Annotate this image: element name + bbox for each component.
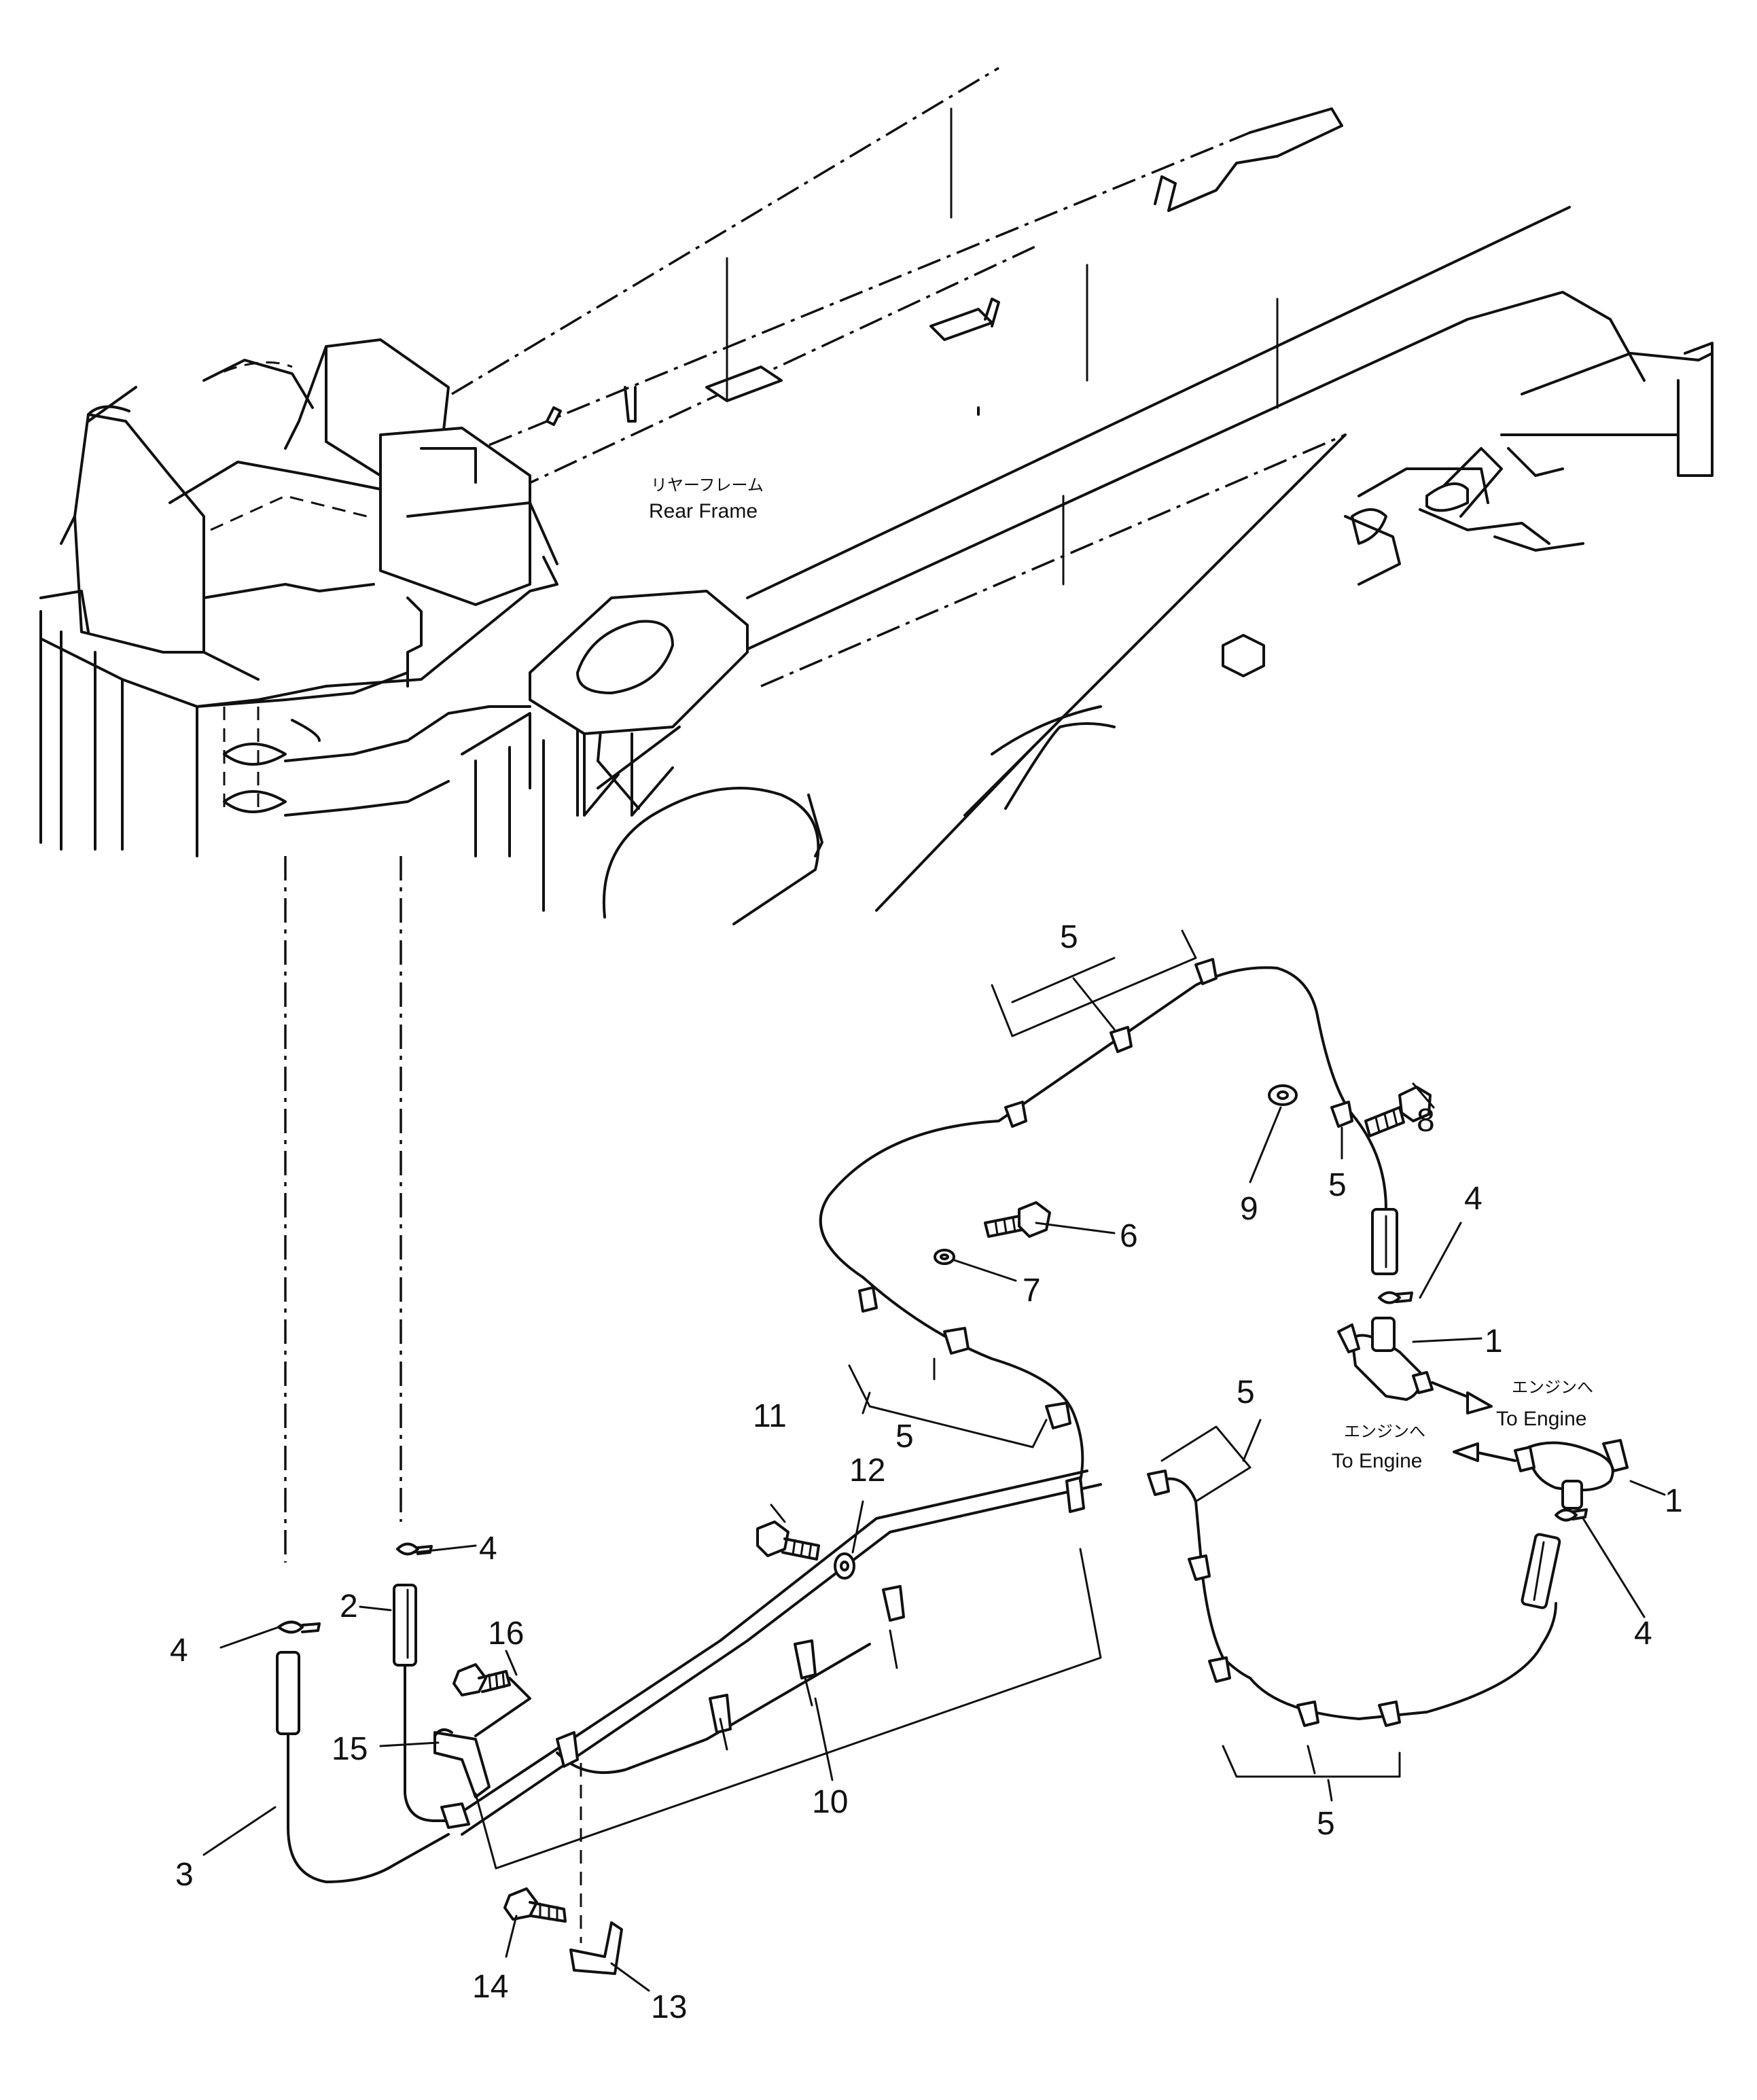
callout-7: 7 — [1023, 1273, 1041, 1309]
callout-16: 16 — [488, 1616, 524, 1652]
engine-note-top-en: To Engine — [1496, 1408, 1586, 1430]
callout-5-rightloop: 5 — [1237, 1374, 1255, 1410]
engine-note-bottom-jp: エンジンへ — [1344, 1422, 1425, 1441]
callout-numbers: 5 8 9 5 6 7 4 1 5 5 11 12 1 4 4 2 16 4 1… — [170, 919, 1683, 2025]
callout-1-top: 1 — [1485, 1323, 1503, 1359]
rear-frame-label: リヤーフレーム Rear Frame — [649, 476, 764, 522]
right-loop-hose — [756, 1470, 1561, 1727]
callout-5-right: 5 — [1328, 1167, 1347, 1203]
callout-1-bottom: 1 — [1665, 1483, 1683, 1519]
callout-10: 10 — [812, 1784, 848, 1820]
callout-6: 6 — [1120, 1218, 1138, 1254]
engine-note-top: エンジンへ To Engine — [1496, 1378, 1593, 1430]
callout-4-right-top: 4 — [1464, 1181, 1483, 1217]
rear-frame-drawing — [39, 67, 1714, 925]
callout-4-right-bottom: 4 — [1634, 1616, 1652, 1652]
callout-3: 3 — [175, 1857, 194, 1893]
callout-2: 2 — [340, 1588, 358, 1624]
callout-15: 15 — [332, 1731, 368, 1767]
bottom-pipe-assembly — [433, 1470, 1102, 1836]
callout-bracket-lines — [474, 929, 1401, 1870]
rear-frame-label-jp: リヤーフレーム — [651, 476, 764, 495]
callout-8: 8 — [1417, 1103, 1435, 1139]
callout-11: 11 — [753, 1398, 787, 1434]
callout-12: 12 — [849, 1453, 885, 1489]
engine-note-bottom: エンジンへ To Engine — [1332, 1422, 1425, 1472]
callout-13: 13 — [651, 1989, 687, 2025]
callout-4-left: 4 — [170, 1633, 188, 1669]
callout-9: 9 — [1240, 1191, 1258, 1227]
bottom-bracket — [503, 1763, 623, 1975]
rear-frame-label-en: Rear Frame — [649, 500, 758, 522]
callout-4-left-mid: 4 — [479, 1531, 497, 1567]
valve-fittings — [1337, 1317, 1629, 1522]
left-hose-assembly — [276, 856, 450, 1883]
callout-5-mid: 5 — [895, 1419, 914, 1455]
callout-14: 14 — [472, 1969, 508, 2005]
engine-note-top-jp: エンジンへ — [1512, 1378, 1593, 1397]
callout-5-bottom: 5 — [1317, 1806, 1335, 1842]
leader-lines — [202, 977, 1666, 1992]
callout-5-top: 5 — [1060, 919, 1078, 955]
engine-note-bottom-en: To Engine — [1332, 1450, 1422, 1472]
